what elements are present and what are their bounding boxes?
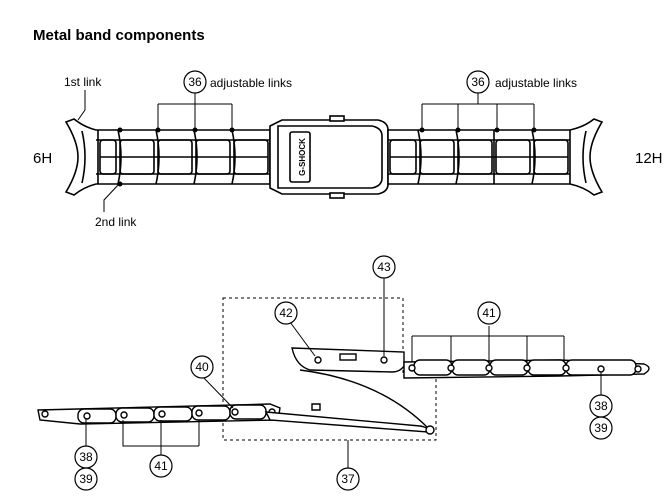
svg-text:36: 36 <box>471 75 485 89</box>
callout-39-left: 39 <box>74 467 98 491</box>
top-leaders <box>77 90 535 212</box>
band-left-half <box>64 118 271 196</box>
svg-text:39: 39 <box>594 421 608 435</box>
adjustable-links-label-left: adjustable links <box>210 76 292 90</box>
svg-text:39: 39 <box>79 472 93 486</box>
svg-text:43: 43 <box>377 260 391 274</box>
svg-text:38: 38 <box>594 399 608 413</box>
callout-43: 43 <box>372 255 396 279</box>
callout-38-right: 38 <box>589 394 613 418</box>
second-link-label: 2nd link <box>95 215 137 229</box>
callout-36-right: 36 <box>466 70 490 94</box>
end-label-6h: 6H <box>33 150 52 167</box>
band-right-half <box>387 118 604 196</box>
end-label-12h: 12H <box>635 150 663 167</box>
svg-text:38: 38 <box>79 450 93 464</box>
callout-36-left: 36 <box>183 70 207 94</box>
clasp-logo: G-SHOCK <box>298 138 307 176</box>
callout-42: 42 <box>274 301 298 325</box>
bottom-leaders <box>85 277 602 468</box>
left-lower-band <box>37 403 281 425</box>
callout-41-right: 41 <box>477 301 501 325</box>
callouts: 36 36 43 42 41 40 38 39 38 41 39 37 <box>74 70 613 491</box>
right-upper-band <box>403 359 650 379</box>
first-link-label: 1st link <box>64 75 102 89</box>
callout-41-left: 41 <box>149 454 173 478</box>
svg-text:37: 37 <box>341 472 355 486</box>
callout-38-left: 38 <box>74 445 98 469</box>
svg-text:42: 42 <box>279 306 293 320</box>
callout-37: 37 <box>336 467 360 491</box>
callout-39-right: 39 <box>589 416 613 440</box>
svg-text:41: 41 <box>154 459 168 473</box>
svg-text:40: 40 <box>195 360 209 374</box>
svg-text:36: 36 <box>188 75 202 89</box>
band-right-pins <box>419 127 537 133</box>
band-left-pins <box>117 127 235 187</box>
callout-40: 40 <box>190 355 214 379</box>
page-title: Metal band components <box>33 27 205 44</box>
svg-text:41: 41 <box>482 306 496 320</box>
adjustable-links-label-right: adjustable links <box>495 76 577 90</box>
clasp-buckle <box>269 115 389 199</box>
clasp-fold-arm <box>264 347 435 435</box>
